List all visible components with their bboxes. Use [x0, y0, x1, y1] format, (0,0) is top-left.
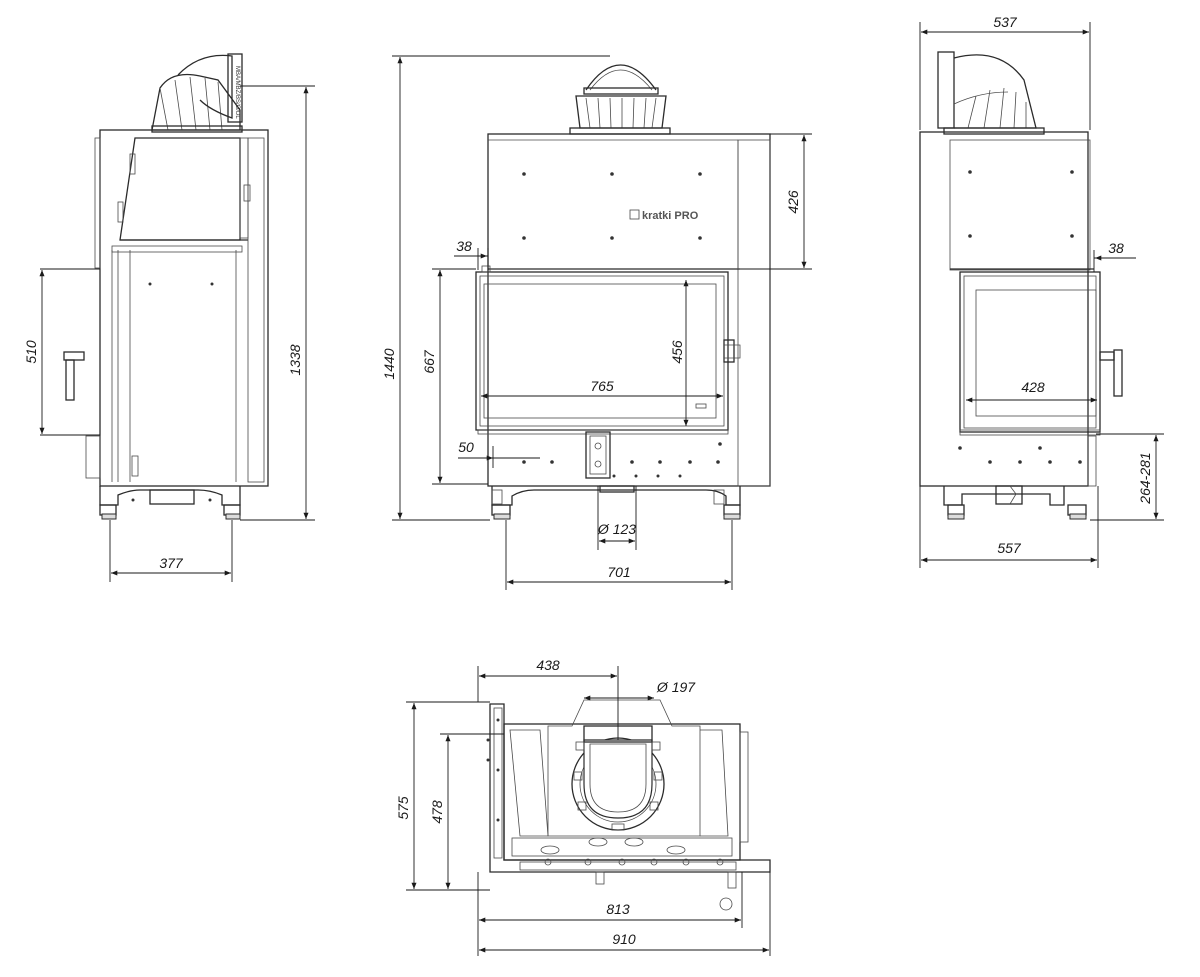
flue-stamp-text: MBA/MBZ/BS/G/DL: [234, 66, 240, 119]
front-legs: [491, 485, 741, 520]
dim-197-label: Ø 197: [656, 679, 696, 695]
dim-38-front-label: 38: [456, 238, 472, 254]
dim-667-label: 667: [421, 349, 437, 374]
top-view: 438 Ø 197 575 478 813 910: [395, 657, 771, 956]
dim-377-label: 377: [159, 555, 184, 571]
top-handle: [595, 871, 737, 911]
front-view: kratki PRO: [381, 55, 812, 590]
dim-575-label: 575: [395, 796, 411, 820]
top-flue-collar: [571, 725, 665, 831]
brand-logo-text: kratki PRO: [642, 210, 699, 222]
dim-426-label: 426: [785, 190, 801, 214]
top-body: [486, 699, 771, 873]
dim-557-label: 557: [997, 540, 1022, 556]
dim-478-label: 478: [429, 800, 445, 824]
side-body: [85, 129, 269, 502]
dim-510-label: 510: [23, 340, 39, 364]
dim-537-label: 537: [993, 14, 1018, 30]
right-side-view: 537 38 428 264-281 557: [919, 14, 1164, 568]
dim-38-right-label: 38: [1108, 240, 1124, 256]
right-door-handle: [1099, 349, 1123, 397]
dim-438-label: 438: [536, 657, 560, 673]
right-dimensions: 537 38 428 264-281 557: [919, 14, 1164, 568]
right-body: [919, 131, 1101, 487]
dim-910-label: 910: [612, 931, 636, 947]
front-lower-section: [522, 431, 722, 479]
side-view: MBA/MBZ/BS/G/DL: [23, 53, 315, 582]
dim-264-281-label: 264-281: [1137, 452, 1153, 504]
dim-50-label: 50: [458, 439, 474, 455]
right-flue-elbow: [937, 51, 1045, 135]
dim-813-label: 813: [606, 901, 630, 917]
front-flue-collar: [569, 64, 671, 135]
side-legs: [99, 486, 241, 520]
side-door-handle: [63, 351, 85, 401]
right-legs: [943, 485, 1087, 520]
front-dimensions: 1440 426 38 667 456 765 50: [381, 55, 812, 590]
dim-123-label: Ø 123: [597, 521, 636, 537]
dim-456-label: 456: [669, 340, 685, 364]
dim-701-label: 701: [607, 564, 630, 580]
dim-1338-label: 1338: [287, 344, 303, 375]
side-dimensions: 510 1338 377: [23, 85, 315, 582]
front-door: [475, 265, 741, 435]
dim-765-label: 765: [590, 378, 614, 394]
flue-elbow: MBA/MBZ/BS/G/DL: [151, 53, 243, 133]
top-dimensions: 438 Ø 197 575 478 813 910: [395, 657, 771, 956]
dim-428-label: 428: [1021, 379, 1045, 395]
dim-1440-label: 1440: [381, 348, 397, 379]
